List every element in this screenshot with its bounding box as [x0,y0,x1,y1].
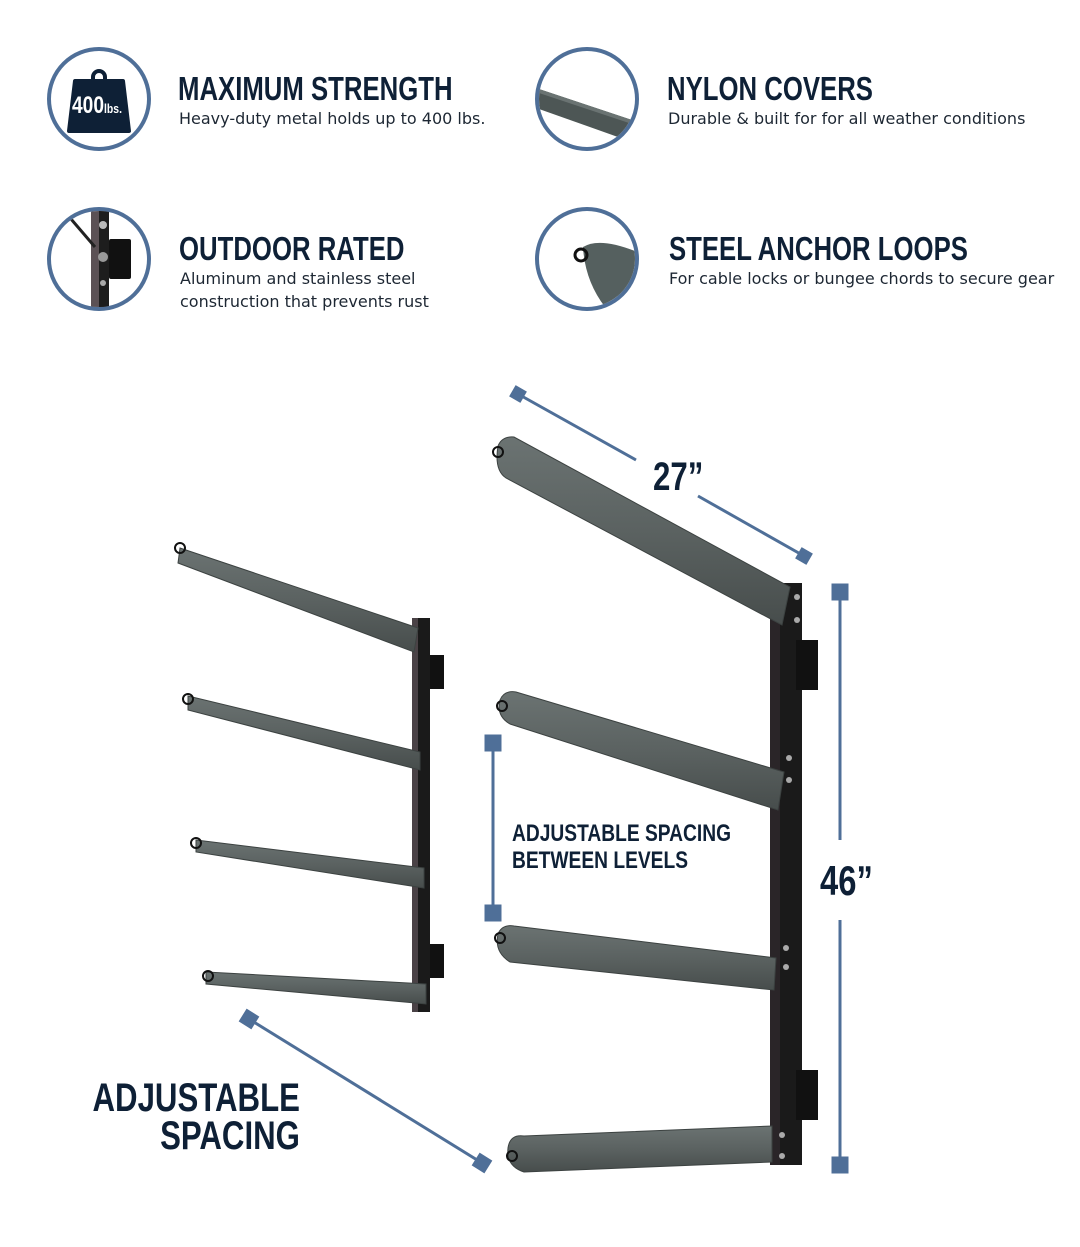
padded-arm-icon-circle [535,47,639,151]
feature-title: OUTDOOR RATED [179,230,405,267]
weight-icon-circle [47,47,151,151]
feature-description-line-2: construction that prevents rust [180,292,429,311]
dimension-46-line [831,583,849,1174]
feature-description: Heavy-duty metal holds up to 400 lbs. [179,109,486,128]
adjustable-spacing-callout: ADJUSTABLE SPACING [92,1076,300,1158]
right-rack [492,436,818,1173]
feature-description: For cable locks or bungee chords to secu… [669,269,1055,288]
anchor-loop-icon [573,242,635,307]
spacing-between-levels-line [484,734,502,922]
between-levels-callout: ADJUSTABLE SPACING BETWEEN LEVELS [512,820,732,874]
dimension-27-line [509,385,813,565]
feature-title: MAXIMUM STRENGTH [178,70,453,107]
weight-icon [67,69,131,133]
rack-height-label: 46” [820,857,873,904]
feature-title: STEEL ANCHOR LOOPS [669,230,968,267]
bracket-icon-circle [47,207,151,311]
left-rack [174,542,444,1012]
feature-title: NYLON COVERS [667,70,873,107]
bracket-icon [69,211,131,307]
anchor-loop-icon-circle [535,207,639,311]
arm-length-label: 27” [653,455,704,499]
padded-arm-icon [539,89,635,143]
feature-description-line-1: Aluminum and stainless steel [180,269,416,288]
adjustable-spacing-line [238,1008,493,1174]
feature-description: Durable & built for for all weather cond… [668,109,1026,128]
weight-icon-label: 400lbs. [72,92,122,119]
